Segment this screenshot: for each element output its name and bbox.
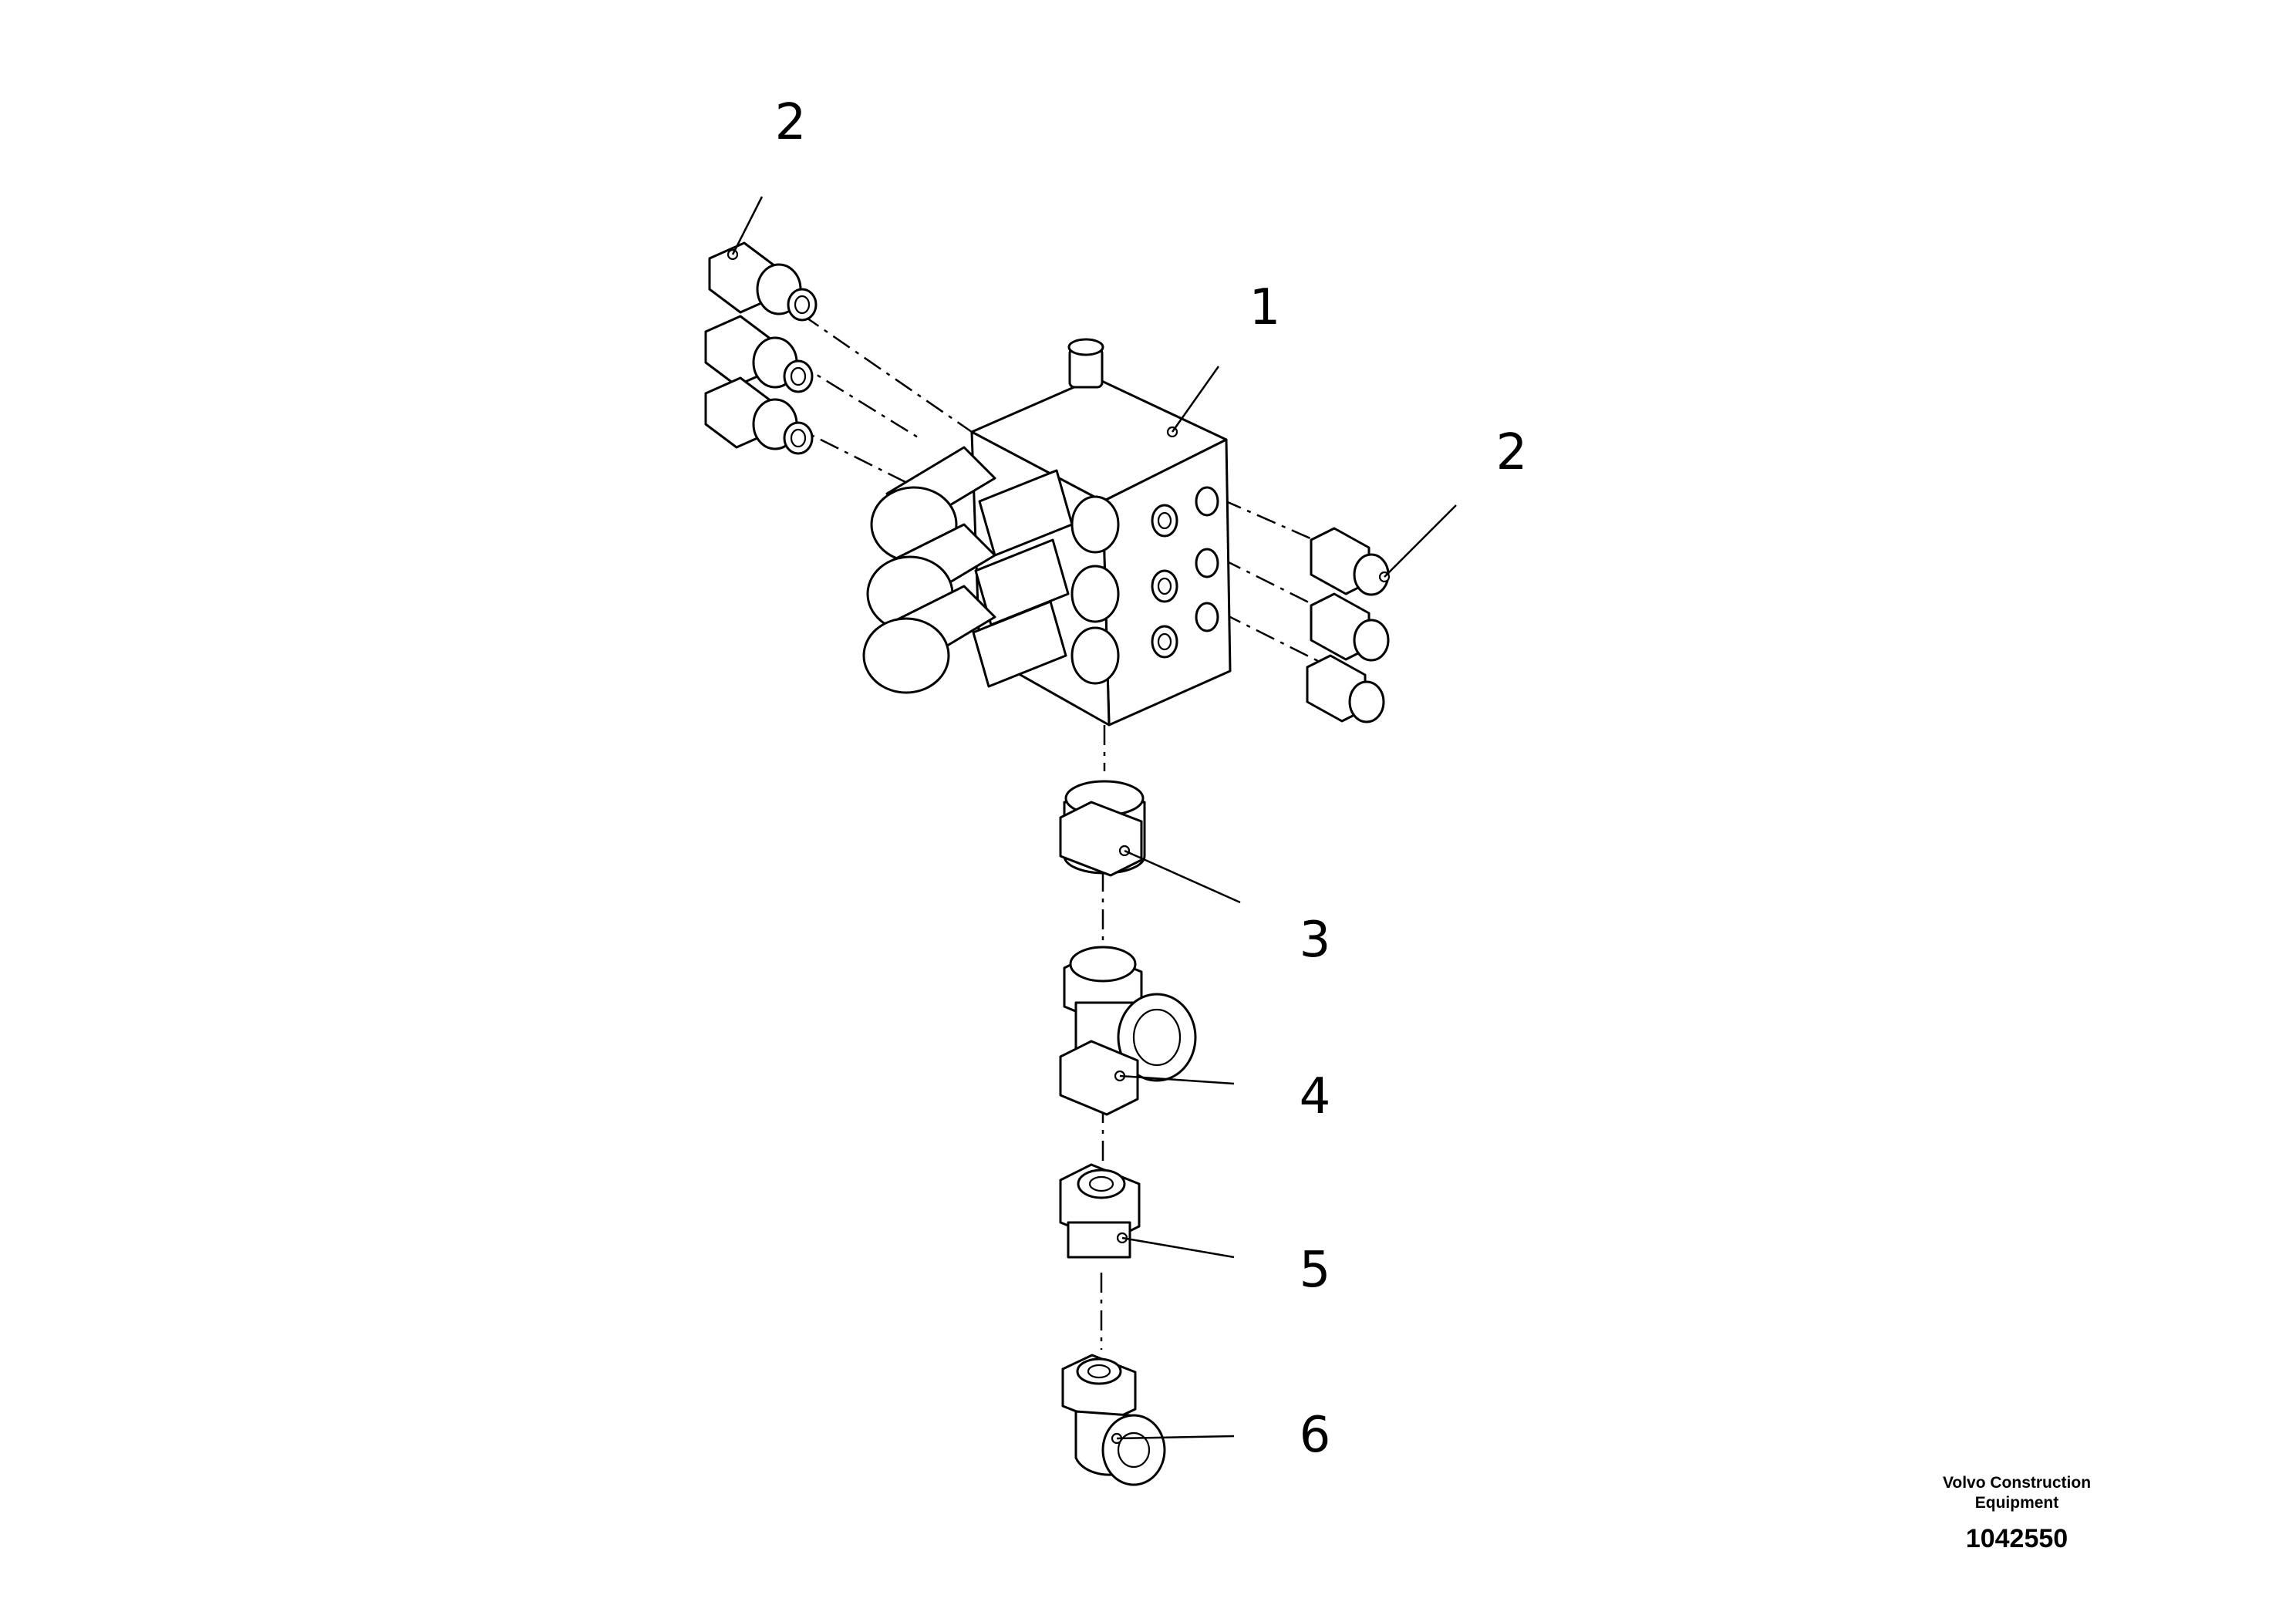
publisher-name-line1: Volvo Construction (1942, 1474, 2092, 1492)
callout-4: 4 (1300, 1068, 1331, 1125)
callout-3: 3 (1300, 912, 1331, 969)
publisher-block: Volvo Construction Equipment 1042550 (1901, 1473, 2132, 1554)
elbow-fitting (1061, 1354, 1166, 1486)
adapter (1059, 780, 1146, 877)
callout-2-upper-left: 2 (775, 94, 807, 151)
callout-1: 1 (1249, 279, 1281, 336)
publisher-name-line2: Equipment (1974, 1494, 2059, 1512)
callout-2-right: 2 (1496, 424, 1528, 481)
tee-fitting (1059, 946, 1197, 1116)
callout-5: 5 (1300, 1242, 1331, 1299)
leader-lines (731, 196, 1457, 1440)
valve-block (862, 338, 1232, 727)
drawing-number: 1042550 (1965, 1524, 2068, 1553)
callout-6: 6 (1300, 1407, 1331, 1464)
fittings-upper-left (704, 241, 818, 455)
fittings-right (1306, 527, 1391, 723)
union-nut (1059, 1163, 1141, 1259)
